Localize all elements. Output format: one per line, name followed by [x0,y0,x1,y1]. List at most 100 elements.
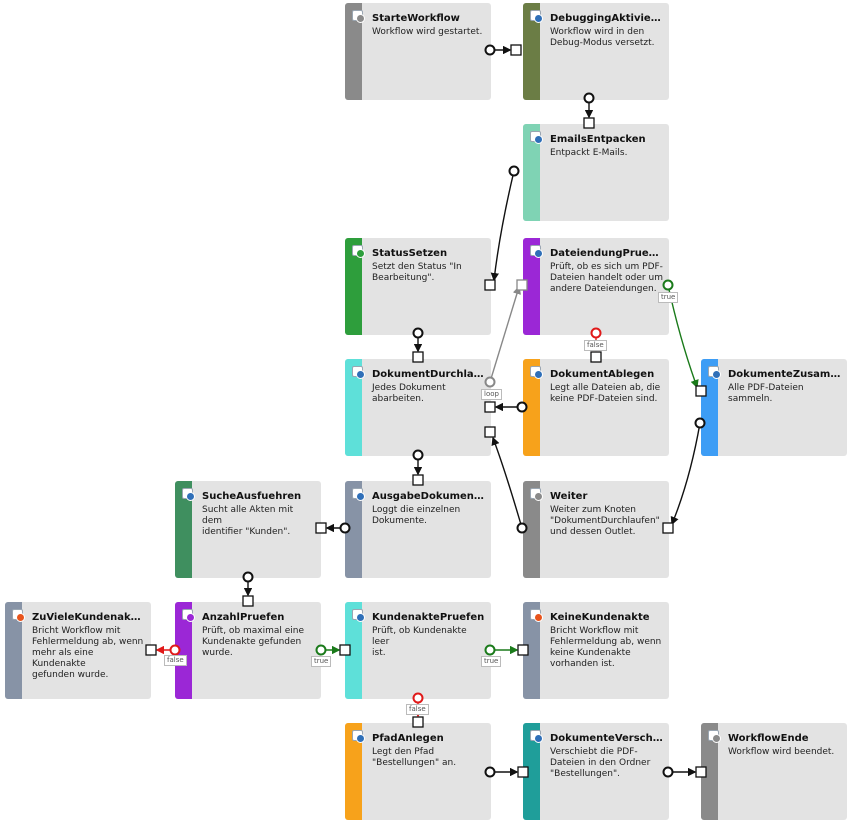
node-type-icon [352,245,365,258]
node-type-icon [530,131,543,144]
node-description: Prüft, ob es sich um PDF- Dateien handel… [550,262,663,294]
node-color-bar [701,359,718,456]
connector-edge [670,422,701,526]
edge-label-loop: loop [481,389,502,400]
connector-edge [489,285,521,383]
node-type-icon [352,730,365,743]
outlet-port [508,165,520,177]
inlet-port [510,44,522,56]
outlet-port [590,327,602,339]
node-color-bar [523,238,540,335]
inlet-port [145,644,157,656]
edge-label-true: true [311,656,332,667]
node-description: Bricht Workflow mit Fehlermeldung ab, we… [550,626,662,669]
node-type-icon [352,609,365,622]
node-description: Workflow wird beendet. [728,747,835,757]
node-color-bar [523,359,540,456]
node-type-icon [708,730,721,743]
node-verschie[interactable]: DokumenteVerschie...Verschiebt die PDF- … [523,723,669,820]
inlet-port [590,351,602,363]
inlet-port [412,474,424,486]
outlet-port [412,327,424,339]
node-description: Verschiebt die PDF- Dateien in den Ordne… [550,747,651,779]
node-description: Weiter zum Knoten "DokumentDurchlaufen" … [550,505,660,537]
node-type-icon [530,245,543,258]
node-description: Legt den Pfad "Bestellungen" an. [372,747,457,768]
outlet-port [484,376,496,388]
node-type-icon [530,609,543,622]
node-type-icon [530,488,543,501]
inlet-port [662,522,674,534]
edge-label-true: true [481,656,502,667]
outlet-port [484,44,496,56]
outlet-port [484,644,496,656]
node-color-bar [523,124,540,221]
node-description: Loggt die einzelnen Dokumente. [372,505,461,526]
outlet-port [412,692,424,704]
inlet-port [484,426,496,438]
edge-label-false: false [406,704,429,715]
outlet-port [516,522,528,534]
connector-edge [491,436,523,529]
node-color-bar [523,3,540,100]
node-color-bar [523,602,540,699]
node-type-icon [708,366,721,379]
edge-label-true: true [658,292,679,303]
node-type-icon [352,10,365,23]
outlet-port [662,766,674,778]
inlet-port [583,117,595,129]
edge-label-false: false [584,340,607,351]
node-color-bar [345,359,362,456]
node-color-bar [175,602,192,699]
node-description: Jedes Dokument abarbeiten. [372,383,446,404]
inlet-port [695,385,707,397]
inlet-port [517,766,529,778]
node-color-bar [345,723,362,820]
node-zusammen[interactable]: DokumenteZusamm...Alle PDF-Dateien samme… [701,359,847,456]
outlet-port [694,417,706,429]
node-description: Workflow wird gestartet. [372,27,483,37]
node-description: Alle PDF-Dateien sammeln. [728,383,804,404]
inlet-port [516,279,528,291]
edge-label-false: false [164,655,187,666]
inlet-port [484,279,496,291]
inlet-port [315,522,327,534]
outlet-port [169,644,181,656]
node-type-icon [352,488,365,501]
node-description: Legt alle Dateien ab, die keine PDF-Date… [550,383,661,404]
node-description: Sucht alle Akten mit dem identifier "Kun… [202,505,294,537]
inlet-port [695,766,707,778]
node-description: Prüft, ob maximal eine Kundenakte gefund… [202,626,305,658]
node-description: Workflow wird in den Debug-Modus versetz… [550,27,655,48]
node-type-icon [530,10,543,23]
outlet-port [339,522,351,534]
inlet-port [242,595,254,607]
node-color-bar [523,481,540,578]
node-color-bar [345,481,362,578]
node-durchlaufen[interactable]: DokumentDurchlaufenJedes Dokument abarbe… [345,359,491,456]
node-color-bar [5,602,22,699]
node-color-bar [345,238,362,335]
outlet-port [583,92,595,104]
node-description: Entpackt E-Mails. [550,148,628,158]
node-type-icon [352,366,365,379]
outlet-port [662,279,674,291]
node-color-bar [523,723,540,820]
